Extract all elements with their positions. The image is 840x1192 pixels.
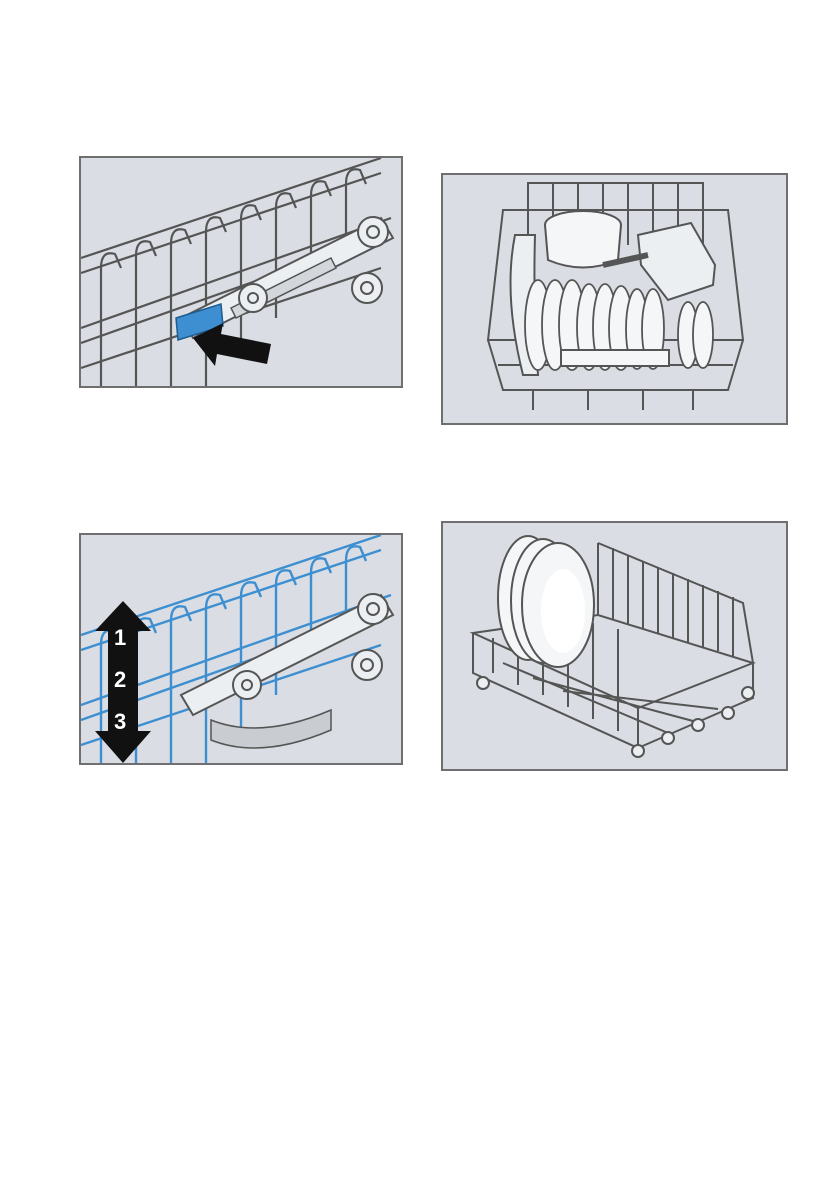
- height-level-1: 1: [114, 625, 126, 650]
- rack-lever-illustration: [81, 158, 401, 386]
- figure-press-release-lever: [79, 156, 403, 388]
- lower-basket-illustration: [443, 523, 786, 769]
- figure-upper-basket-loaded: [441, 173, 788, 425]
- figure-height-adjust: 1 2 3: [79, 533, 403, 765]
- upper-basket-illustration: [443, 175, 786, 423]
- height-level-3: 3: [114, 709, 126, 734]
- figure-lower-basket-large-plates: [441, 521, 788, 771]
- height-adjust-illustration: 1 2 3: [81, 535, 401, 763]
- height-level-2: 2: [114, 667, 126, 692]
